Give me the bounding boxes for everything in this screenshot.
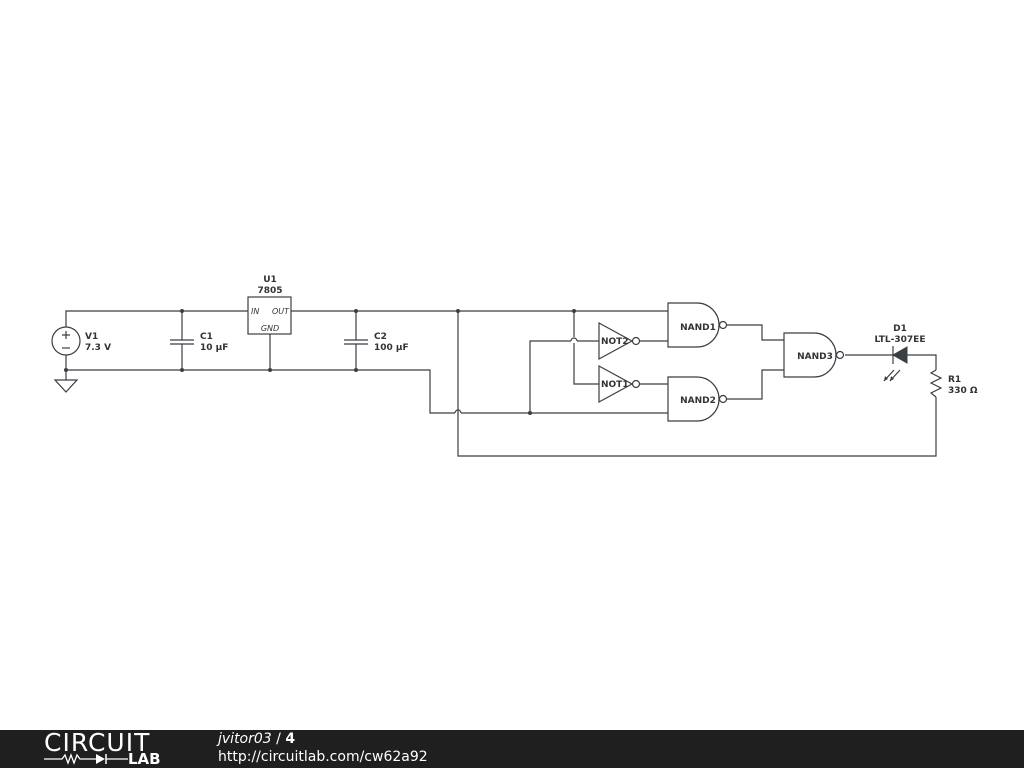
u1-pin-in: IN xyxy=(251,307,259,316)
ground-symbol xyxy=(53,379,79,393)
nand1-name: NAND1 xyxy=(680,323,716,333)
circuit-url[interactable]: http://circuitlab.com/cw62a92 xyxy=(218,749,428,765)
resistor-r1: R1 330 Ω xyxy=(929,369,978,398)
junction-dots xyxy=(64,309,576,415)
voltage-source-v1: V1 7.3 V xyxy=(51,326,111,356)
nand-gate-nand1: NAND1 xyxy=(667,302,728,348)
footer-bar: CIRCUIT LAB jvitor03 / 4 http://circuitl… xyxy=(0,728,1024,768)
circuit-schematic: V1 7.3 V C1 10 µF U1 7805 IN OUT GND C2 … xyxy=(51,275,978,457)
circuit-number: 4 xyxy=(285,731,296,747)
circuitlab-logo[interactable]: CIRCUIT LAB xyxy=(40,728,180,768)
author-name[interactable]: jvitor03 xyxy=(218,731,272,747)
credit-separator: / xyxy=(271,731,286,747)
c1-name: C1 xyxy=(200,332,213,342)
not2-name: NOT2 xyxy=(601,337,629,347)
not-gate-not2: NOT2 xyxy=(598,321,641,361)
nand2-name: NAND2 xyxy=(680,396,716,406)
u1-pin-gnd: GND xyxy=(261,324,279,333)
capacitor-c2: C2 100 µF xyxy=(344,332,409,353)
c1-value: 10 µF xyxy=(200,343,228,353)
r1-name: R1 xyxy=(948,375,961,385)
d1-value: LTL-307EE xyxy=(875,335,926,345)
regulator-u1: U1 7805 IN OUT GND xyxy=(247,275,292,335)
u1-value: 7805 xyxy=(257,286,282,296)
u1-pin-out: OUT xyxy=(272,307,290,316)
d1-name: D1 xyxy=(893,324,907,334)
v1-name: V1 xyxy=(85,332,98,342)
capacitor-c1: C1 10 µF xyxy=(170,332,228,353)
v1-value: 7.3 V xyxy=(85,343,111,353)
led-d1: D1 LTL-307EE xyxy=(875,324,926,382)
c2-name: C2 xyxy=(374,332,387,342)
logo-text-circuit: CIRCUIT xyxy=(44,728,151,757)
r1-value: 330 Ω xyxy=(948,386,978,396)
c2-value: 100 µF xyxy=(374,343,409,353)
logo-text-lab: LAB xyxy=(128,750,161,768)
nand-gate-nand3: NAND3 xyxy=(783,332,845,378)
wires xyxy=(65,310,937,457)
nand-gate-nand2: NAND2 xyxy=(667,376,728,422)
u1-name: U1 xyxy=(263,275,277,285)
not1-name: NOT1 xyxy=(601,380,629,390)
nand3-name: NAND3 xyxy=(797,352,833,362)
logo-wave-icon xyxy=(44,753,128,765)
not-gate-not1: NOT1 xyxy=(598,364,641,404)
credit-line: jvitor03 / 4 xyxy=(218,731,295,747)
